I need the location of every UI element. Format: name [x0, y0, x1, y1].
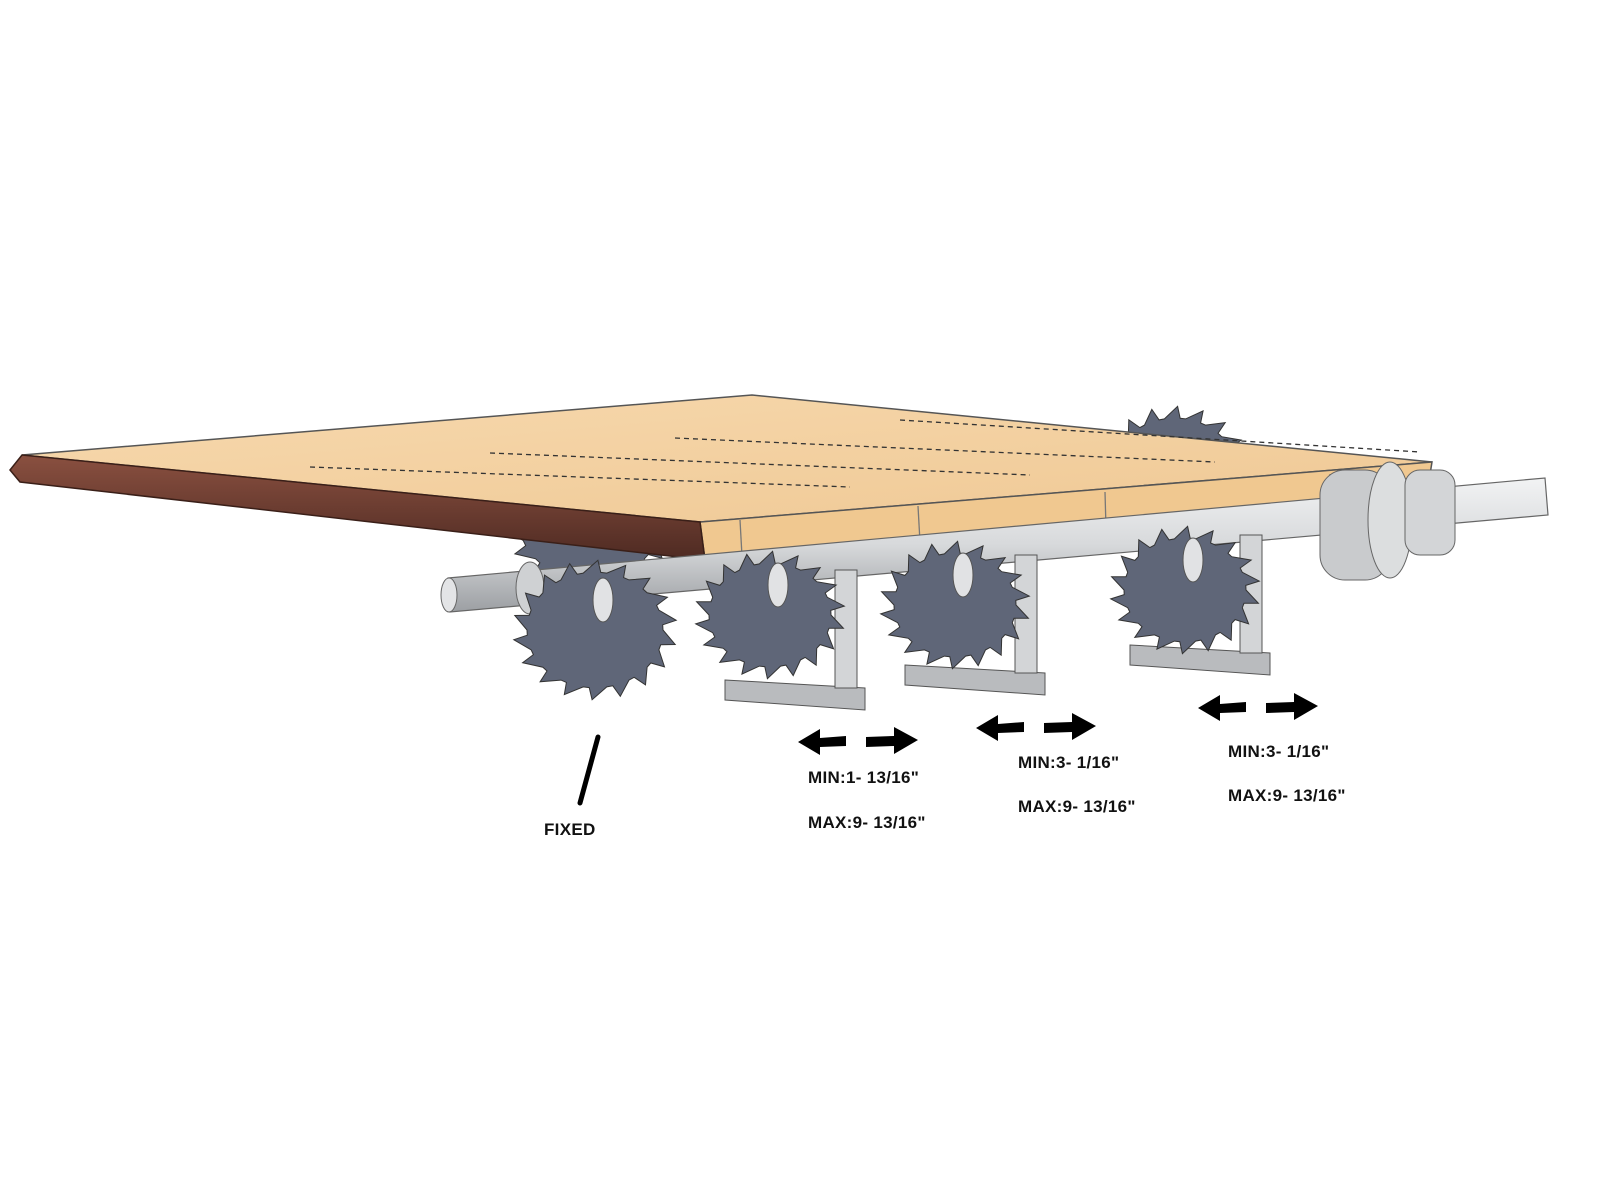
support-base [904, 664, 1046, 696]
blade3-max-label: MAX:9- 13/16" [1018, 797, 1136, 816]
fixed-label: FIXED [544, 820, 596, 839]
saw-blade-2 [694, 550, 846, 680]
blade-supports [724, 534, 1271, 711]
bark-edge [9, 454, 706, 561]
blade2-max-label: MAX:9- 13/16" [808, 813, 926, 832]
arrow-right-icon [866, 727, 918, 754]
saw-blade-4 [1109, 525, 1261, 655]
arrow-left-icon [976, 715, 1024, 741]
cut-lines [309, 419, 1421, 488]
blade2-min-label: MIN:1- 13/16" [808, 768, 920, 787]
fixed-leader-line [577, 734, 601, 806]
blade3-min-label: MIN:3- 1/16" [1018, 753, 1120, 772]
blade4-min-label: MIN:3- 1/16" [1228, 742, 1330, 761]
saw-blade-3 [879, 540, 1031, 670]
saw-blade-1 [512, 559, 678, 701]
arrow-left-icon [798, 729, 846, 755]
lumber-board [9, 394, 1433, 561]
support-post [834, 569, 858, 689]
blade4-max-label: MAX:9- 13/16" [1228, 786, 1346, 805]
support-base [724, 679, 866, 711]
support-base [1129, 644, 1271, 676]
arrow-right-icon [1266, 693, 1318, 720]
arrow-left-icon [1198, 695, 1246, 721]
arrow-right-icon [1044, 713, 1096, 740]
